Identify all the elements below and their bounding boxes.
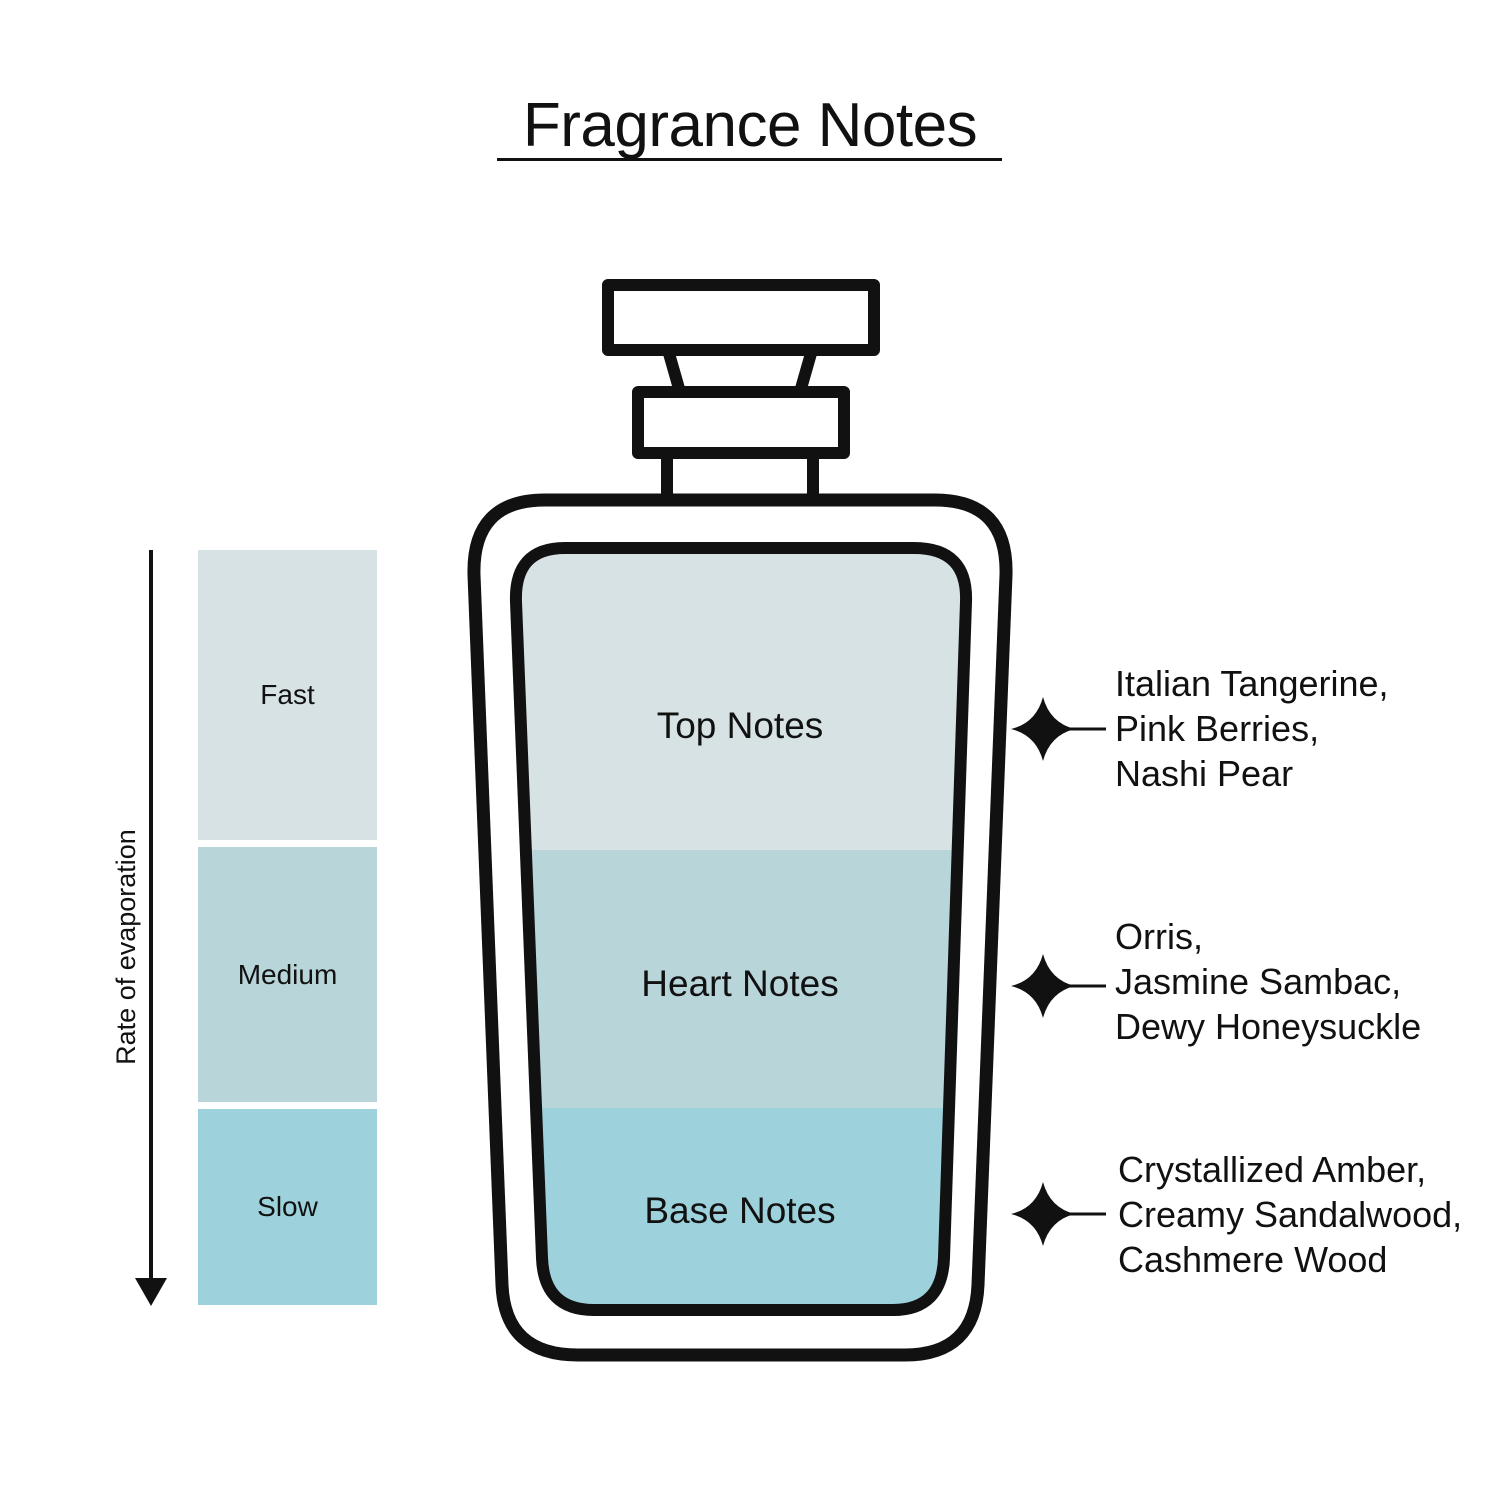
bottle-collar xyxy=(632,386,850,459)
ingredient: Jasmine Sambac, xyxy=(1115,961,1402,1002)
heart-notes-ingredients: Orris, Jasmine Sambac, Dewy Honeysuckle xyxy=(1115,914,1421,1049)
rate-label-slow: Slow xyxy=(257,1191,318,1222)
arrow-down-icon xyxy=(135,1278,167,1306)
bottle-inner-outline xyxy=(509,542,973,1316)
ingredient: Nashi Pear xyxy=(1115,753,1294,794)
rate-box-slow: Slow xyxy=(198,1109,377,1305)
ingredient: Dewy Honeysuckle xyxy=(1115,1006,1422,1047)
base-notes-ingredients: Crystallized Amber, Creamy Sandalwood, C… xyxy=(1118,1147,1462,1282)
rate-box-medium: Medium xyxy=(198,847,377,1102)
title-underline xyxy=(497,158,1002,161)
ingredient: Creamy Sandalwood, xyxy=(1118,1194,1463,1235)
ingredient: Cashmere Wood xyxy=(1118,1239,1388,1280)
ingredient: Pink Berries, xyxy=(1115,708,1320,749)
liquid-layer-heart xyxy=(515,850,967,1108)
ingredient: Italian Tangerine, xyxy=(1115,663,1389,704)
diagram-title: Fragrance Notes xyxy=(522,91,978,160)
base-notes-label: Base Notes xyxy=(644,1190,836,1231)
rate-label-medium: Medium xyxy=(237,958,338,990)
ingredient: Orris, xyxy=(1115,916,1203,957)
bottle-cap xyxy=(602,279,880,356)
heart-notes-label: Heart Notes xyxy=(641,963,839,1004)
bottle-cap-neck xyxy=(662,344,818,398)
four-point-sparkle-icon xyxy=(1011,954,1075,1018)
liquid-layer-base xyxy=(515,1108,967,1310)
four-point-sparkle-icon xyxy=(1011,697,1075,761)
top-notes-ingredients: Italian Tangerine, Pink Berries, Nashi P… xyxy=(1115,661,1389,796)
connector-top xyxy=(1011,697,1106,761)
rate-label-fast: Fast xyxy=(260,679,315,710)
rate-box-fast: Fast xyxy=(198,550,377,840)
ingredient: Crystallized Amber, xyxy=(1118,1149,1427,1190)
connector-heart xyxy=(1011,954,1106,1018)
liquid-layer-top xyxy=(515,548,967,850)
four-point-sparkle-icon xyxy=(1011,1182,1075,1246)
connector-base xyxy=(1011,1182,1106,1246)
top-notes-label: Top Notes xyxy=(656,705,824,746)
evaporation-axis-line xyxy=(149,550,153,1285)
